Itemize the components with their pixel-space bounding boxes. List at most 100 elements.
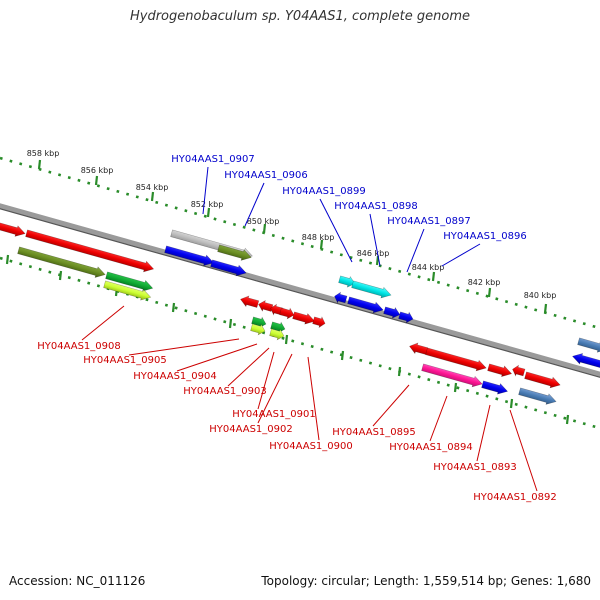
gene-label-bottom[interactable]: HY04AAS1_0900: [269, 441, 352, 452]
kbp-tick-label: 842 kbp: [468, 278, 501, 287]
kbp-tick-mark: [37, 159, 42, 170]
kbp-tick-mark: [206, 207, 211, 218]
gene-arrow[interactable]: [269, 327, 285, 341]
gene-label-bottom[interactable]: HY04AAS1_0895: [332, 427, 415, 438]
gene-leader-line: [227, 347, 270, 387]
kbp-tick-label: 848 kbp: [302, 233, 335, 242]
kbp-tick-mark: [319, 239, 324, 250]
gene-arrow[interactable]: [571, 351, 600, 370]
genome-info-text: Topology: circular; Length: 1,559,514 bp…: [261, 574, 591, 588]
kbp-tick-mark: [397, 366, 402, 377]
gene-label-top[interactable]: HY04AAS1_0899: [282, 186, 365, 197]
gene-leader-line: [244, 182, 265, 227]
gene-leader-line: [369, 213, 381, 267]
gene-arrow[interactable]: [518, 386, 558, 407]
accession-text: Accession: NC_011126: [9, 574, 146, 588]
kbp-tick-mark: [284, 334, 289, 345]
gene-label-top[interactable]: HY04AAS1_0897: [387, 216, 470, 227]
gene-arrow[interactable]: [398, 310, 414, 324]
gene-arrow[interactable]: [105, 270, 154, 294]
gene-arrow[interactable]: [347, 295, 385, 315]
gene-label-top[interactable]: HY04AAS1_0906: [224, 170, 307, 181]
gene-leader-line: [128, 338, 240, 356]
kbp-tick-label: 844 kbp: [412, 263, 445, 272]
gene-arrow[interactable]: [577, 336, 600, 355]
kbp-tick-label: 852 kbp: [191, 200, 224, 209]
gene-label-top[interactable]: HY04AAS1_0898: [334, 201, 417, 212]
gene-label-top[interactable]: HY04AAS1_0907: [171, 154, 254, 165]
kbp-tick-mark: [431, 271, 436, 282]
gene-label-top[interactable]: HY04AAS1_0896: [443, 231, 526, 242]
gene-arrow[interactable]: [250, 322, 266, 336]
gene-leader-line: [441, 243, 481, 267]
gene-arrow[interactable]: [292, 310, 316, 327]
gene-leader-line: [307, 356, 320, 441]
gene-label-bottom[interactable]: HY04AAS1_0893: [433, 462, 516, 473]
gene-arrow[interactable]: [217, 243, 253, 263]
gene-leader-line: [257, 353, 293, 424]
gene-label-bottom[interactable]: HY04AAS1_0892: [473, 492, 556, 503]
gene-label-bottom[interactable]: HY04AAS1_0901: [232, 409, 315, 420]
kbp-tick-mark: [375, 255, 380, 266]
gene-arrow[interactable]: [103, 279, 152, 303]
gene-arrow[interactable]: [338, 274, 356, 289]
kbp-tick-mark: [487, 287, 492, 298]
kbp-tick-mark: [509, 398, 514, 409]
scale-line-top: [0, 156, 600, 330]
kbp-tick-mark: [262, 223, 267, 234]
kbp-tick-mark: [150, 191, 155, 202]
kbp-tick-label: 858 kbp: [27, 149, 60, 158]
kbp-tick-label: 846 kbp: [357, 249, 390, 258]
kbp-tick-mark: [171, 302, 176, 313]
gene-arrow[interactable]: [257, 299, 274, 313]
gene-arrow[interactable]: [270, 320, 286, 334]
kbp-tick-label: 840 kbp: [524, 291, 557, 300]
gene-label-bottom[interactable]: HY04AAS1_0903: [183, 386, 266, 397]
kbp-tick-mark: [58, 270, 63, 281]
gene-label-bottom[interactable]: HY04AAS1_0904: [133, 371, 216, 382]
kbp-tick-label: 854 kbp: [136, 183, 169, 192]
gene-arrow[interactable]: [279, 306, 295, 320]
gene-arrow[interactable]: [524, 370, 562, 390]
gene-leader-line: [319, 198, 353, 263]
gene-arrow[interactable]: [333, 291, 348, 305]
gene-arrow[interactable]: [239, 294, 260, 309]
kbp-tick-mark: [340, 350, 345, 361]
gene-arrow[interactable]: [383, 305, 401, 320]
gene-arrow[interactable]: [351, 279, 392, 300]
genome-backbone-shadow: [0, 208, 600, 378]
gene-arrow[interactable]: [481, 379, 509, 397]
gene-leader-line: [476, 404, 491, 462]
kbp-tick-mark: [543, 303, 548, 314]
gene-label-bottom[interactable]: HY04AAS1_0908: [37, 341, 120, 352]
gene-arrow[interactable]: [312, 315, 327, 329]
gene-leader-line: [257, 351, 275, 410]
gene-arrow[interactable]: [17, 245, 107, 280]
gene-arrow[interactable]: [0, 218, 27, 239]
kbp-tick-mark: [5, 254, 10, 265]
gene-arrow[interactable]: [425, 346, 488, 373]
gene-arrow[interactable]: [251, 315, 267, 329]
gene-label-bottom[interactable]: HY04AAS1_0905: [83, 355, 166, 366]
genome-backbone: [0, 203, 600, 377]
gene-leader-line: [202, 166, 209, 215]
gene-leader-line: [372, 384, 410, 427]
gene-leader-line: [429, 395, 448, 442]
gene-leader-line: [81, 305, 125, 341]
gene-arrow[interactable]: [210, 258, 248, 278]
gene-arrow[interactable]: [164, 244, 215, 268]
kbp-tick-label: 856 kbp: [81, 166, 114, 175]
kbp-tick-label: 850 kbp: [247, 217, 280, 226]
kbp-tick-mark: [565, 414, 570, 425]
gene-arrow[interactable]: [511, 364, 526, 378]
gene-leader-line: [406, 228, 425, 273]
gene-arrow[interactable]: [408, 341, 429, 356]
gene-arrow[interactable]: [421, 362, 484, 389]
gene-arrow[interactable]: [25, 228, 155, 274]
gene-label-bottom[interactable]: HY04AAS1_0902: [209, 424, 292, 435]
gene-leader-line: [509, 409, 538, 492]
gene-label-bottom[interactable]: HY04AAS1_0894: [389, 442, 472, 453]
gene-arrow[interactable]: [487, 362, 513, 379]
